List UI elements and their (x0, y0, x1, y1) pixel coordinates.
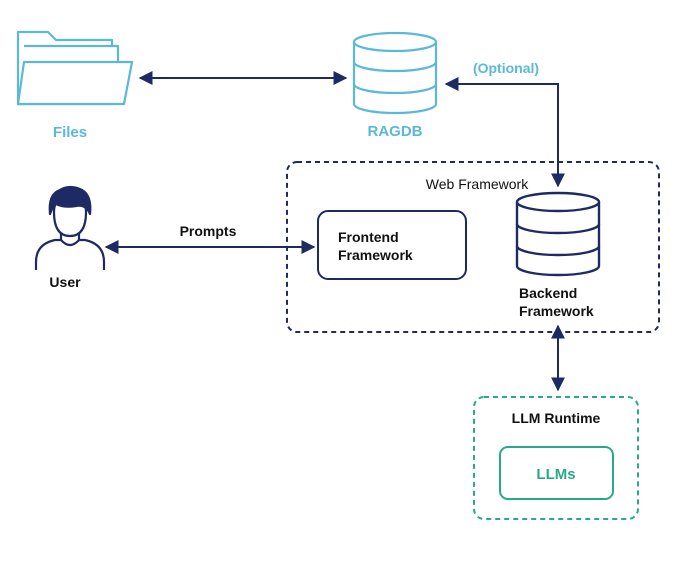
folder-icon (16, 30, 134, 106)
llms-label: LLMs (536, 466, 575, 483)
backend-database-icon (515, 191, 601, 277)
backend-framework-line2: Framework (519, 303, 594, 319)
user-icon (34, 185, 106, 270)
ragdb-label: RAGDB (368, 123, 423, 140)
database-icon (352, 31, 438, 115)
frontend-framework-box (317, 210, 467, 280)
frontend-framework-line2: Framework (338, 247, 413, 263)
user-label: User (49, 274, 81, 290)
backend-framework-line1: Backend (519, 285, 577, 301)
frontend-framework-line1: Frontend (338, 229, 399, 245)
ragdb-backend-connector (444, 77, 565, 188)
llms-box (499, 446, 614, 500)
files-label: Files (53, 124, 87, 141)
llm-runtime-container (473, 396, 639, 520)
web-framework-label: Web Framework (426, 176, 529, 192)
llm-runtime-label: LLM Runtime (512, 410, 601, 426)
prompts-label: Prompts (180, 223, 237, 239)
optional-label: (Optional) (473, 60, 539, 76)
